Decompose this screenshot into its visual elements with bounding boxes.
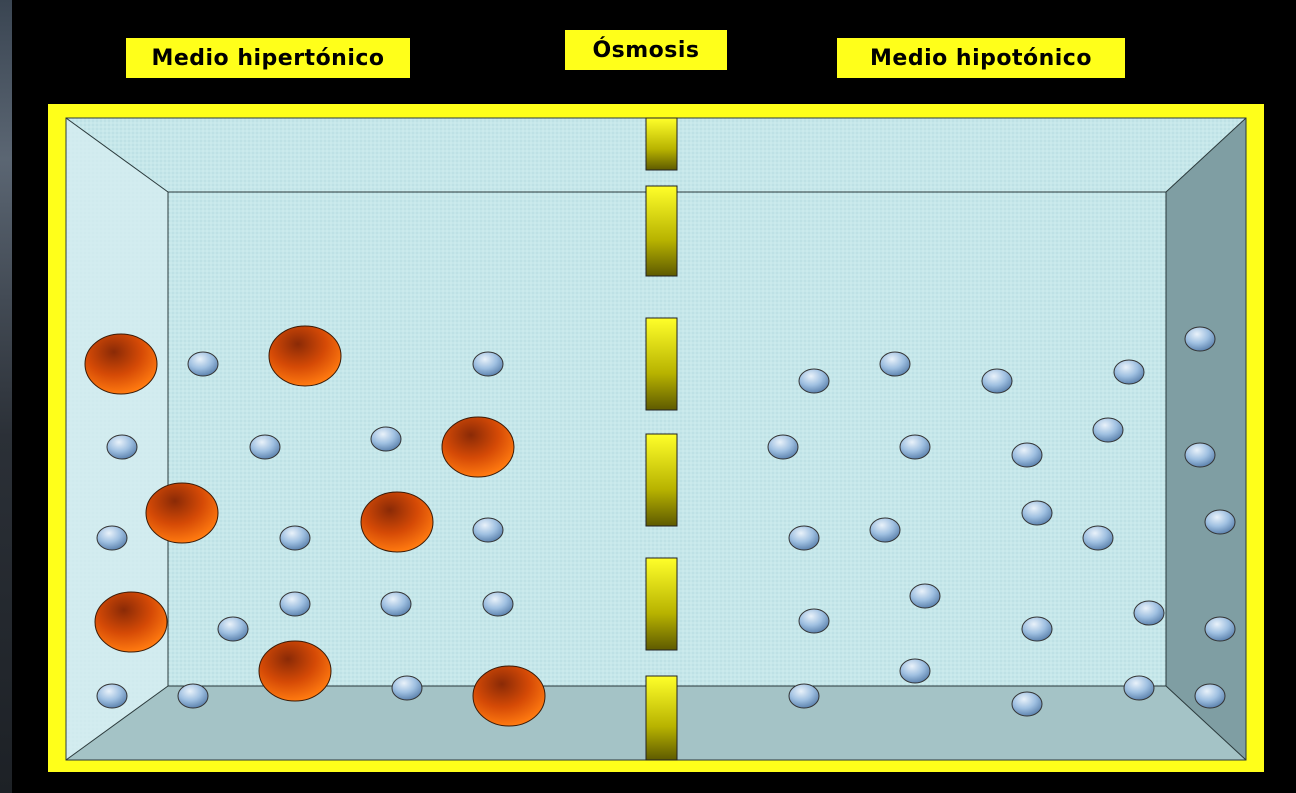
water-molecule: [1185, 443, 1215, 467]
water-molecule: [483, 592, 513, 616]
water-molecule: [473, 352, 503, 376]
water-molecule: [1124, 676, 1154, 700]
solute-particle: [442, 417, 514, 477]
solute-particle: [259, 641, 331, 701]
water-molecule: [1012, 443, 1042, 467]
solute-particle: [95, 592, 167, 652]
water-molecule: [1195, 684, 1225, 708]
water-molecule: [900, 659, 930, 683]
water-molecule: [910, 584, 940, 608]
right-wall: [1166, 118, 1246, 760]
water-molecule: [799, 369, 829, 393]
water-molecule: [1022, 617, 1052, 641]
water-molecule: [97, 526, 127, 550]
solute-particle: [146, 483, 218, 543]
membrane-segment: [646, 676, 677, 760]
water-molecule: [371, 427, 401, 451]
water-molecule: [982, 369, 1012, 393]
water-molecule: [1205, 510, 1235, 534]
water-molecule: [1012, 692, 1042, 716]
water-molecule: [1022, 501, 1052, 525]
water-molecule: [381, 592, 411, 616]
water-molecule: [799, 609, 829, 633]
water-molecule: [1114, 360, 1144, 384]
water-molecule: [789, 684, 819, 708]
water-molecule: [1083, 526, 1113, 550]
water-molecule: [178, 684, 208, 708]
solute-particle: [361, 492, 433, 552]
water-molecule: [280, 526, 310, 550]
solute-particle: [269, 326, 341, 386]
water-molecule: [392, 676, 422, 700]
membrane-segment: [646, 558, 677, 650]
water-molecule: [1185, 327, 1215, 351]
water-molecule: [218, 617, 248, 641]
solute-particle: [473, 666, 545, 726]
water-molecule: [900, 435, 930, 459]
water-molecule: [97, 684, 127, 708]
membrane-segment: [646, 186, 677, 276]
water-molecule: [250, 435, 280, 459]
water-molecule: [880, 352, 910, 376]
water-molecule: [188, 352, 218, 376]
water-molecule: [473, 518, 503, 542]
membrane-segment: [646, 118, 677, 170]
water-molecule: [1093, 418, 1123, 442]
water-molecule: [789, 526, 819, 550]
membrane-segment: [646, 318, 677, 410]
membrane-segment: [646, 434, 677, 526]
water-molecule: [768, 435, 798, 459]
water-molecule: [107, 435, 137, 459]
water-molecule: [870, 518, 900, 542]
water-molecule: [280, 592, 310, 616]
water-molecule: [1134, 601, 1164, 625]
water-molecule: [1205, 617, 1235, 641]
solute-particle: [85, 334, 157, 394]
